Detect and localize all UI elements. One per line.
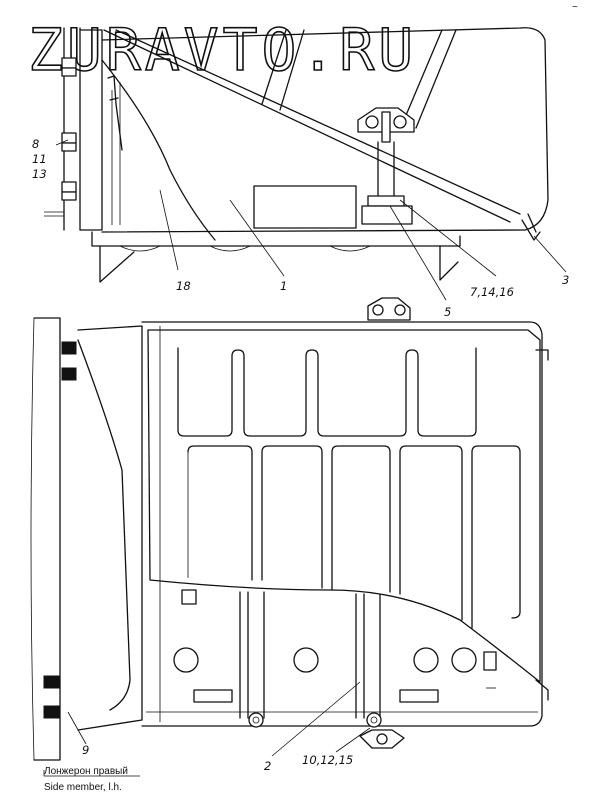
caption-en: Side member, l.h. — [44, 782, 122, 793]
callout-2: 2 — [264, 759, 271, 773]
side-member-break — [30, 317, 35, 761]
battery-cells — [173, 589, 497, 703]
support-feet — [99, 245, 459, 283]
mounting-bracket-9 — [77, 325, 143, 731]
leader-9 — [67, 711, 87, 745]
callout-9: 9 — [82, 743, 89, 757]
box-base — [91, 231, 461, 247]
latch-3 — [521, 213, 541, 241]
leader-8-11-13 — [55, 139, 69, 146]
corner-mark: ~ — [572, 2, 578, 13]
side-view: 8 11 13 18 1 5 7,14,16 3 — [32, 27, 569, 319]
callout-13: 13 — [32, 167, 47, 181]
box-right-flanges — [535, 349, 549, 701]
rod-support-left — [261, 29, 305, 111]
callout-5: 5 — [444, 305, 451, 319]
cover-clamp-bottom — [359, 729, 405, 749]
cover-clamp-top — [367, 297, 411, 321]
callout-8: 8 — [32, 137, 39, 151]
leader-side-member — [43, 770, 140, 777]
callout-10-12-15: 10,12,15 — [302, 753, 353, 767]
hold-down-straps-2 — [239, 591, 382, 728]
callout-1: 1 — [280, 279, 287, 293]
box-rim — [146, 326, 538, 722]
cover-ribs — [177, 347, 521, 629]
frame-bolts-lower — [43, 341, 77, 719]
caption-ru: Лонжерон правый — [44, 766, 128, 777]
callout-7-14-16: 7,14,16 — [470, 285, 514, 299]
mounting-bracket-18 — [79, 29, 103, 231]
clamp-assembly-5 — [357, 107, 415, 225]
leader-1 — [229, 199, 285, 277]
top-view: 9 2 10,12,15 — [30, 297, 549, 777]
frame-stub — [44, 211, 64, 217]
battery-cover — [147, 329, 541, 683]
frame-bolts-upper — [61, 57, 77, 201]
side-member-rail — [33, 317, 61, 761]
callout-18: 18 — [176, 279, 191, 293]
leader-3 — [533, 235, 567, 273]
hold-down-rod — [103, 29, 521, 223]
battery-box-outline — [141, 321, 543, 727]
leader-10-12-15 — [335, 727, 371, 753]
callout-11: 11 — [32, 152, 47, 166]
base-ribs — [119, 245, 371, 252]
box-inner-edge — [111, 82, 121, 225]
leader-5 — [389, 205, 447, 301]
vent-lever — [107, 75, 123, 151]
nameplate — [253, 185, 357, 229]
callout-3: 3 — [562, 273, 569, 287]
leader-2 — [271, 681, 361, 757]
watermark-text: ZURAVTO.RU — [28, 16, 417, 84]
rod-support-right — [403, 29, 457, 129]
cover-curve — [101, 59, 216, 241]
bracket-contour — [77, 339, 131, 711]
leader-7-14-16 — [399, 199, 497, 277]
leader-18 — [159, 189, 179, 271]
